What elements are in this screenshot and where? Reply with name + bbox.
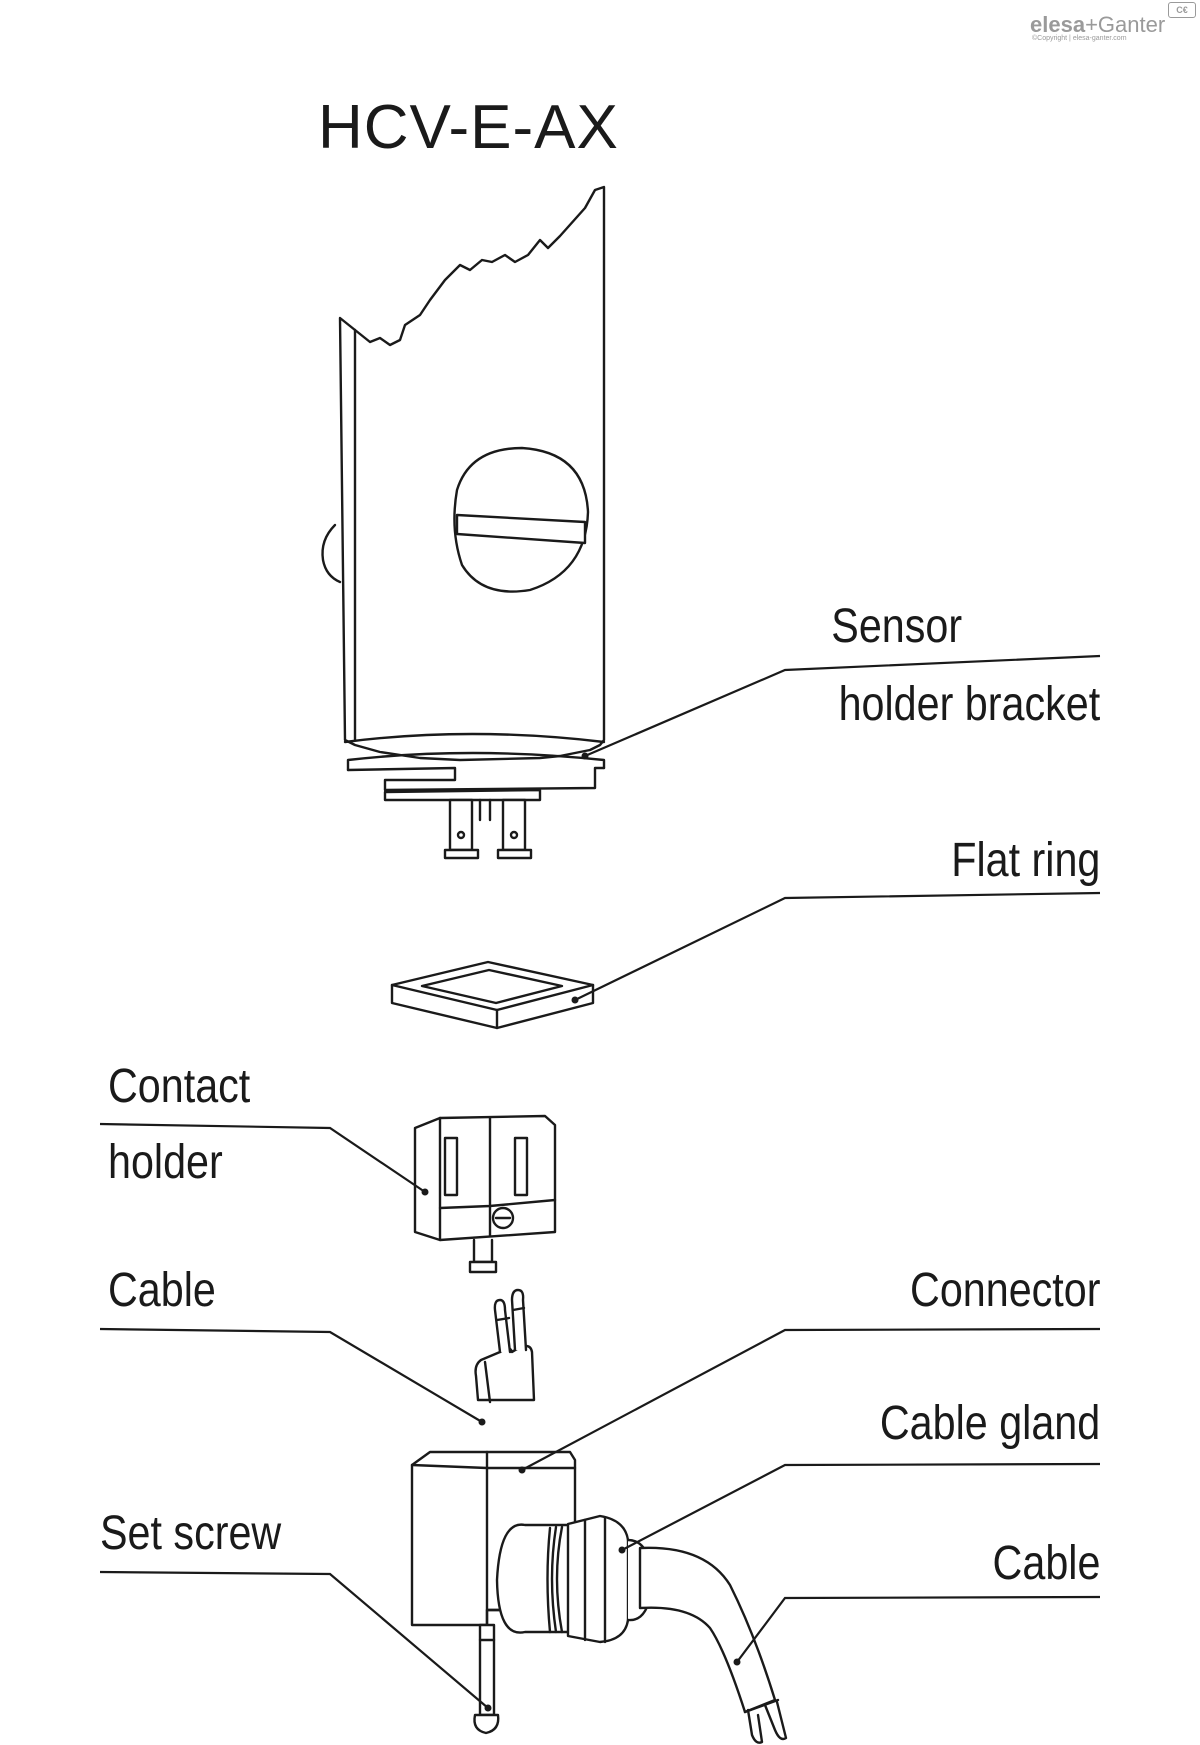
leader-connector <box>521 1327 1101 1471</box>
leader-sensor-holder-bracket <box>584 654 1101 758</box>
leader-contact-holder <box>99 1122 426 1193</box>
leader-flat-ring <box>574 891 1101 1001</box>
brand-copyright: ©Copyright | elesa-ganter.com <box>1032 35 1127 42</box>
contact-holder <box>413 1114 557 1274</box>
label-sensor-line1: Sensor <box>831 600 962 653</box>
label-connector: Connector <box>909 1264 1100 1317</box>
flat-ring <box>390 960 595 1030</box>
leader-cable-gland <box>621 1462 1101 1551</box>
label-cable-bottom: Cable <box>992 1537 1100 1590</box>
label-cable-gland: Cable gland <box>879 1397 1100 1450</box>
label-sensor-line2: holder bracket <box>838 678 1100 731</box>
label-flat-ring: Flat ring <box>950 834 1100 887</box>
leader-set-screw <box>99 1570 489 1709</box>
label-contact-line2: holder <box>108 1136 223 1189</box>
cable-gland <box>495 1514 654 1644</box>
diagram-title: HCV-E-AX <box>318 93 619 162</box>
sensor-holder-bracket <box>321 185 606 860</box>
brand-logo-suffix: +Ganter <box>1085 12 1166 37</box>
leader-lines <box>99 654 1101 1709</box>
label-set-screw: Set screw <box>100 1507 282 1560</box>
top-cable <box>474 1288 536 1404</box>
ce-mark-badge: C€ <box>1168 2 1196 18</box>
bottom-cable <box>638 1546 788 1744</box>
leader-cable-top <box>99 1327 483 1423</box>
leader-cable-bottom <box>736 1595 1101 1663</box>
set-screw <box>473 1623 500 1735</box>
brand-logo: elesa+Ganter <box>1030 12 1165 38</box>
label-cable-top: Cable <box>108 1264 216 1317</box>
label-contact-line1: Contact <box>108 1060 251 1113</box>
leader-dots <box>421 752 741 1712</box>
brand-logo-name: elesa <box>1030 12 1086 37</box>
